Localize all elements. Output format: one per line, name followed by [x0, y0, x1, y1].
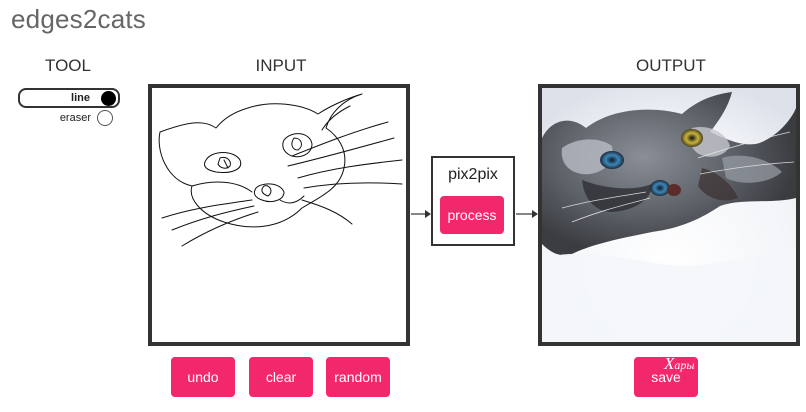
- radio-unselected-icon: [97, 110, 113, 126]
- arrow-right-icon: [516, 210, 538, 218]
- model-name: pix2pix: [448, 166, 498, 183]
- tool-eraser-label: eraser: [59, 112, 91, 124]
- output-label: OUTPUT: [636, 56, 706, 75]
- undo-button[interactable]: undo: [171, 357, 235, 397]
- random-button[interactable]: random: [326, 357, 390, 397]
- app-title: edges2cats: [11, 4, 146, 34]
- tool-eraser-option[interactable]: eraser: [55, 110, 115, 128]
- clear-button[interactable]: clear: [249, 357, 313, 397]
- process-button[interactable]: process: [440, 196, 504, 234]
- arrow-right-icon: [411, 210, 431, 218]
- cat-sketch-drawing: [158, 93, 403, 247]
- tool-label: TOOL: [45, 56, 91, 75]
- save-button[interactable]: save: [634, 357, 698, 397]
- input-canvas[interactable]: [148, 84, 410, 346]
- tool-line-label: line: [71, 92, 90, 104]
- generated-cat-image: [542, 88, 796, 342]
- output-canvas: [538, 84, 800, 346]
- tool-line-option[interactable]: line: [18, 88, 120, 108]
- input-label: INPUT: [255, 56, 307, 75]
- radio-selected-icon: [101, 91, 116, 106]
